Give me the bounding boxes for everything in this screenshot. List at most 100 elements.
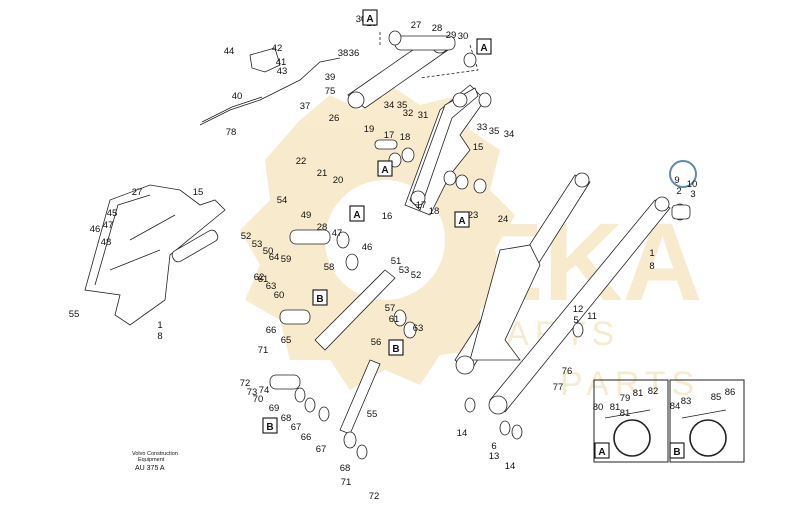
view-label-b: B xyxy=(669,442,685,459)
callout-17: 17 xyxy=(416,200,427,211)
callout-26: 26 xyxy=(329,113,340,124)
view-label-text: B xyxy=(673,447,680,458)
callout-44: 44 xyxy=(224,46,235,57)
callout-27: 27 xyxy=(411,20,422,31)
callout-16: 16 xyxy=(382,211,393,222)
callout-34: 34 xyxy=(504,129,515,140)
callout-30: 30 xyxy=(458,31,469,42)
callout-47: 47 xyxy=(332,228,343,239)
callout-80: 80 xyxy=(593,402,604,413)
callout-19: 19 xyxy=(364,124,375,135)
callout-20: 20 xyxy=(333,175,344,186)
callout-2: 2 xyxy=(676,186,681,197)
crank-eye xyxy=(410,190,426,206)
callout-81: 81 xyxy=(610,402,621,413)
caption-code: AU 375 A xyxy=(135,465,165,472)
callout-18: 18 xyxy=(429,206,440,217)
callout-37: 37 xyxy=(300,101,311,112)
callout-71: 71 xyxy=(341,477,352,488)
detail-box-b xyxy=(669,379,745,463)
callout-83: 83 xyxy=(681,396,692,407)
dash-guide xyxy=(379,30,479,79)
view-label-text: A xyxy=(353,210,360,221)
arm-pivot xyxy=(488,395,508,415)
callout-35: 35 xyxy=(397,100,408,111)
callout-34: 34 xyxy=(384,100,395,111)
callout-41: 41 xyxy=(276,57,287,68)
callout-10: 10 xyxy=(687,179,698,190)
callout-76: 76 xyxy=(562,366,573,377)
callout-52: 52 xyxy=(241,231,252,242)
detail-ring-b xyxy=(689,419,727,457)
callout-55: 55 xyxy=(367,409,378,420)
callout-27: 27 xyxy=(132,187,143,198)
callout-66: 66 xyxy=(266,325,277,336)
callout-18: 18 xyxy=(400,132,411,143)
callout-51: 51 xyxy=(391,256,402,267)
callout-58: 58 xyxy=(324,262,335,273)
callout-8: 8 xyxy=(157,331,162,342)
bushing-set xyxy=(269,30,691,460)
callout-33: 33 xyxy=(477,122,488,133)
callout-13: 13 xyxy=(489,451,500,462)
callout-59: 59 xyxy=(281,254,292,265)
callout-3: 3 xyxy=(690,189,695,200)
view-label-text: A xyxy=(480,43,487,54)
callout-38: 38 xyxy=(338,48,349,59)
callout-52: 52 xyxy=(411,270,422,281)
hose-line xyxy=(199,57,341,126)
crank-eye xyxy=(452,92,468,108)
view-label-text: B xyxy=(392,344,399,355)
callout-6: 6 xyxy=(491,441,496,452)
bracket-41 xyxy=(249,47,281,73)
callout-73: 73 xyxy=(247,387,258,398)
callout-84: 84 xyxy=(670,401,681,412)
arm-pivot xyxy=(574,172,590,188)
callout-81: 81 xyxy=(633,388,644,399)
callout-50: 50 xyxy=(263,246,274,257)
arm-pivot xyxy=(654,196,670,212)
callout-8: 8 xyxy=(649,261,654,272)
view-label-text: A xyxy=(598,447,605,458)
view-label-a: A xyxy=(454,211,470,228)
loader-overview-detail xyxy=(94,194,176,286)
callout-22: 22 xyxy=(296,156,307,167)
arm-pivot xyxy=(455,355,475,375)
callout-74: 74 xyxy=(259,385,270,396)
callout-79: 79 xyxy=(620,393,631,404)
callout-17: 17 xyxy=(384,130,395,141)
callout-24: 24 xyxy=(498,214,509,225)
view-label-text: B xyxy=(266,422,273,433)
view-label-box xyxy=(476,38,492,55)
cylinder xyxy=(171,229,219,263)
callout-72: 72 xyxy=(240,378,251,389)
loader-overview xyxy=(84,184,226,326)
view-label-a: A xyxy=(594,442,610,459)
arm-crossmember xyxy=(469,244,541,361)
view-label-a: A xyxy=(349,205,365,222)
callout-28: 28 xyxy=(317,222,328,233)
callout-42: 42 xyxy=(272,43,283,54)
callout-48: 48 xyxy=(101,237,112,248)
callout-85: 85 xyxy=(711,392,722,403)
caption-line-1: Volvo Construction xyxy=(132,451,178,457)
callout-78: 78 xyxy=(226,127,237,138)
view-label-text: B xyxy=(316,294,323,305)
view-label-text: A xyxy=(458,216,465,227)
callout-layer: 3029272829304442414340383639753734353231… xyxy=(69,14,736,502)
callout-54: 54 xyxy=(277,195,288,206)
callout-32: 32 xyxy=(403,108,414,119)
callout-57: 57 xyxy=(385,303,396,314)
callout-68: 68 xyxy=(340,463,351,474)
detail-ring-a xyxy=(613,419,651,457)
callout-30: 30 xyxy=(356,14,367,25)
view-label-box xyxy=(312,289,328,306)
view-label-text: A xyxy=(366,14,373,25)
callout-81: 81 xyxy=(620,408,631,419)
view-label-b: B xyxy=(262,417,278,434)
view-label-a: A xyxy=(362,9,378,26)
callout-86: 86 xyxy=(725,387,736,398)
line-art xyxy=(84,30,745,463)
